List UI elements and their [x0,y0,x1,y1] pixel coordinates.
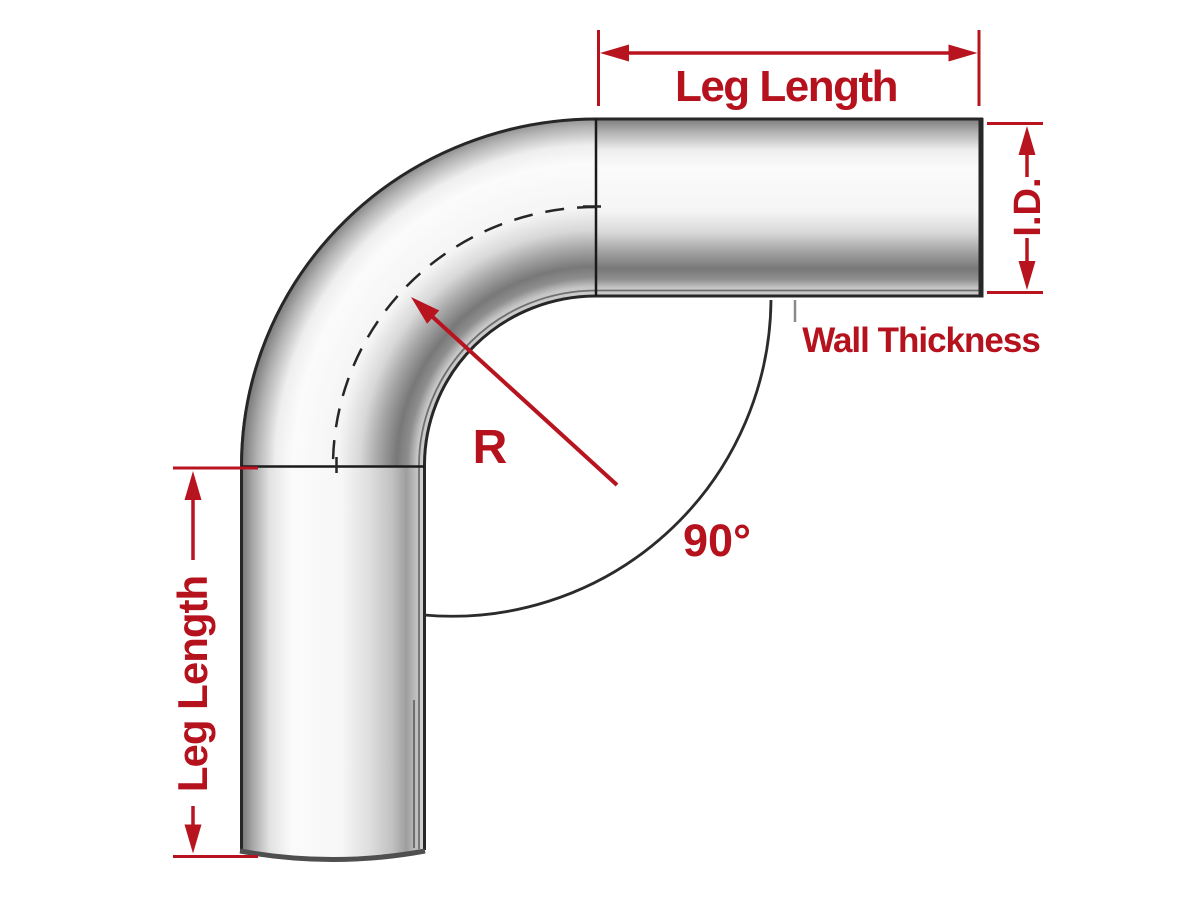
wall-thickness-label: Wall Thickness [802,321,1040,360]
arrowhead-down [184,824,202,854]
angle-arc [423,299,773,618]
arrowhead-down [1018,261,1036,290]
pipe-outer-edge-bend [240,117,597,467]
leg-length-left-label: Leg Length [169,576,216,792]
pipe-elbow [239,117,984,862]
pipe-leg-vertical [240,466,425,860]
radius-callout: R [411,297,619,487]
arrowhead-up [1018,126,1036,155]
radius-arrow-line [428,313,619,487]
dim-inner-diameter: I.D. [987,122,1049,294]
pipe-leg-horizontal [596,117,983,297]
arrowhead-up [184,471,202,500]
bend-centerline [331,205,601,473]
centerline-dashed-arc [331,205,597,467]
pipe-end-rim-bottom [239,848,426,862]
arrowhead-left [600,44,629,62]
angle-label: 90° [683,515,751,566]
inner-diameter-label: I.D. [1007,177,1049,236]
arrowhead-right [948,44,978,62]
pipe-bend-body [240,118,596,466]
radius-label: R [473,421,508,474]
dim-leg-length-left: Leg Length [169,466,258,858]
wall-thickness-callout: Wall Thickness [793,300,1041,360]
dim-leg-length-top: Leg Length [597,30,981,111]
pipe-inner-highlight-bend [418,289,597,467]
leg-length-top-label: Leg Length [675,62,897,111]
radius-arrowhead [411,297,440,324]
pipe-inner-edge-bend [422,294,597,467]
